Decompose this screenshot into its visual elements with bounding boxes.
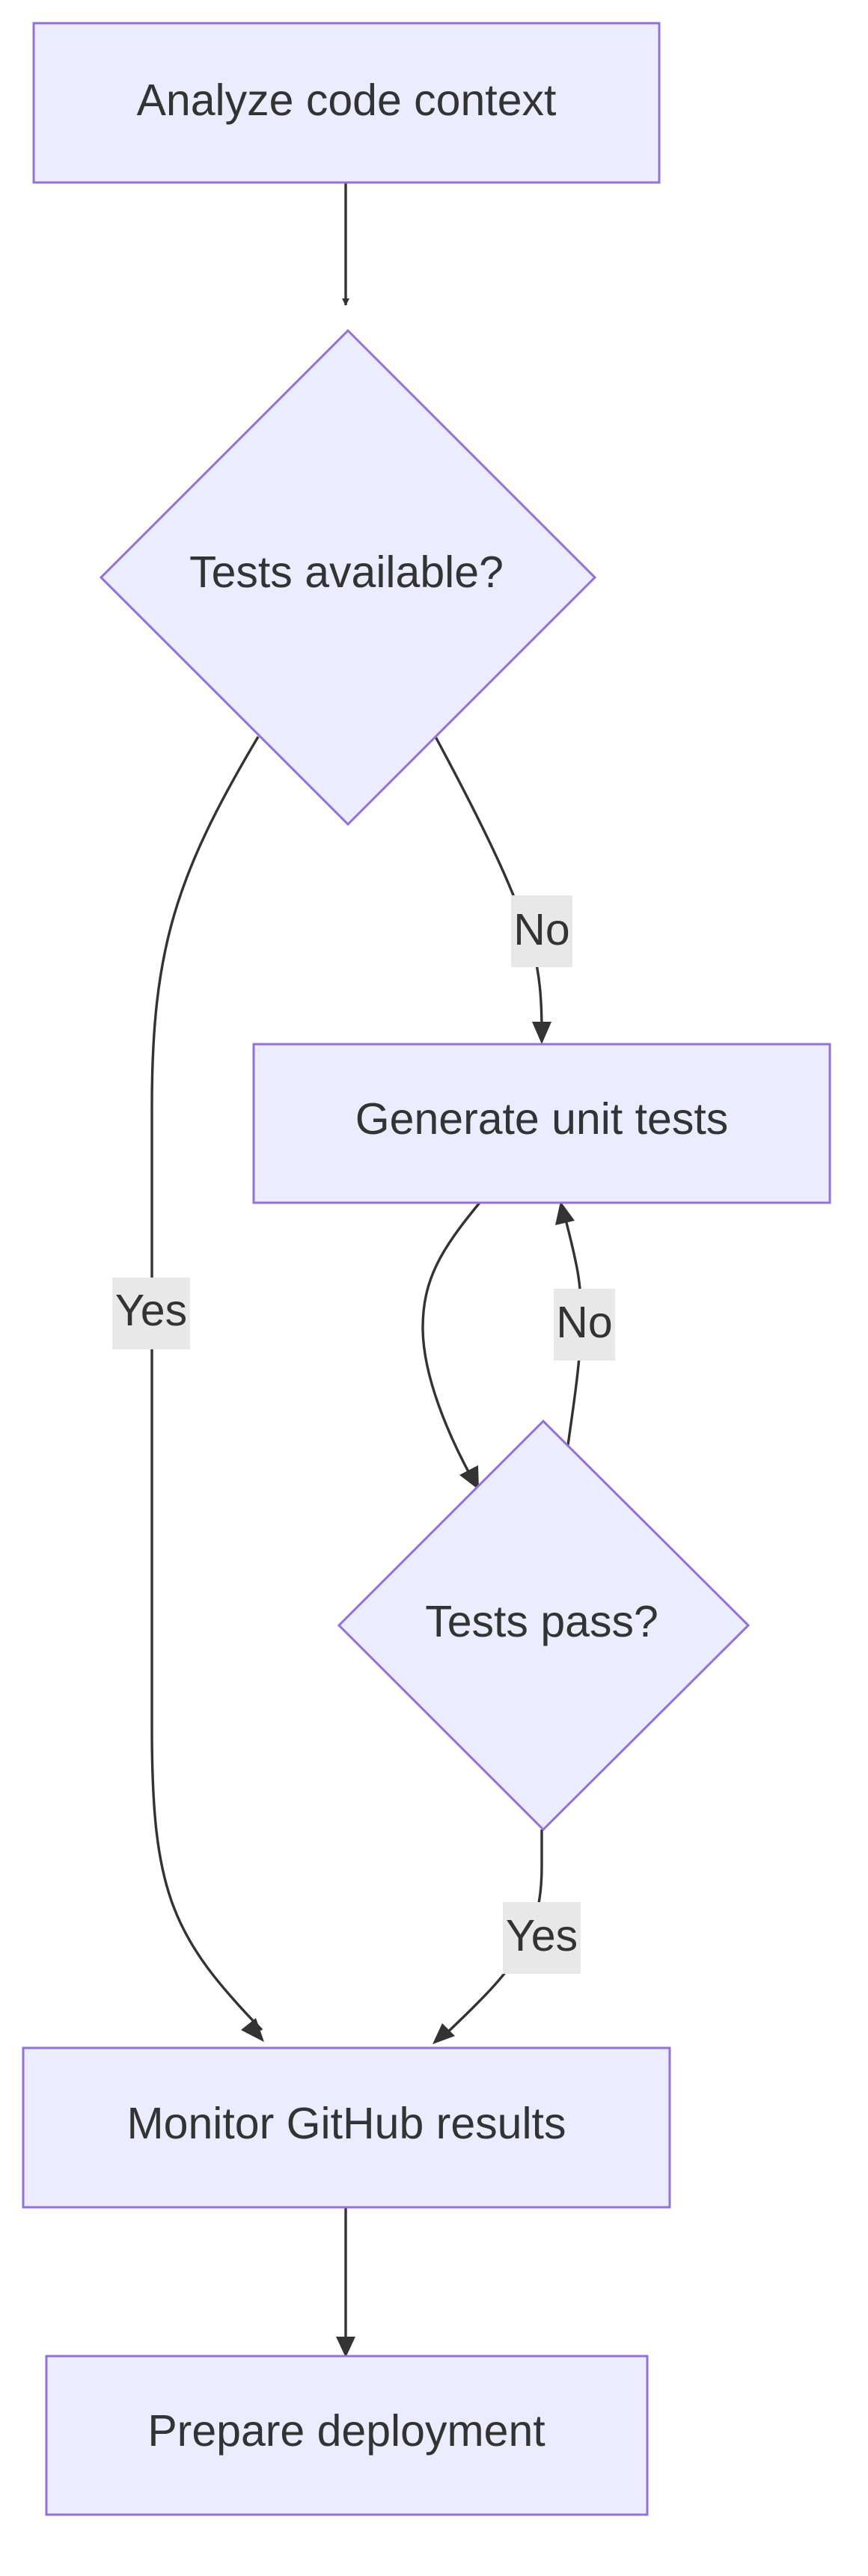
node-analyze-code-context[interactable]: Analyze code context (32, 22, 661, 184)
edge-label-text: No (556, 1298, 612, 1347)
node-label: Tests available? (189, 548, 504, 597)
node-label: Prepare deployment (147, 2406, 545, 2456)
edge-monitor-to-prepare-arrowhead (336, 2337, 355, 2358)
edge-label-available-yes: Yes (112, 1278, 190, 1349)
node-label: Generate unit tests (355, 1094, 729, 1144)
edge-label-text: Yes (506, 1911, 578, 1960)
edge-label-available-no: No (511, 895, 572, 967)
edge-tests-available-no-to-generate (434, 736, 543, 1034)
edge-tests-available-yes-to-monitor (150, 736, 263, 2031)
edge-generate-to-tests-pass-arrowhead (459, 1465, 479, 1490)
node-label: Monitor GitHub results (127, 2099, 566, 2148)
node-monitor-github-results[interactable]: Monitor GitHub results (22, 2046, 671, 2209)
edge-label-text: Yes (115, 1286, 187, 1335)
edge-label-text: No (513, 905, 569, 954)
node-tests-pass-decision[interactable]: Tests pass? (337, 1419, 751, 1832)
node-prepare-deployment[interactable]: Prepare deployment (45, 2355, 649, 2516)
node-generate-unit-tests[interactable]: Generate unit tests (252, 1043, 831, 1204)
edge-label-pass-yes: Yes (503, 1902, 581, 1974)
node-tests-available-decision[interactable]: Tests available? (99, 328, 597, 827)
edge-generate-to-tests-pass (421, 1201, 481, 1478)
edge-tests-available-no-arrowhead (532, 1022, 551, 1044)
edge-tests-pass-yes-arrowhead (433, 2023, 455, 2044)
node-label: Tests pass? (425, 1597, 658, 1646)
edge-tests-available-yes-arrowhead (241, 2018, 264, 2042)
edge-tests-pass-no-arrowhead (555, 1201, 575, 1225)
node-label: Analyze code context (137, 76, 557, 125)
edge-label-pass-no: No (554, 1289, 615, 1361)
